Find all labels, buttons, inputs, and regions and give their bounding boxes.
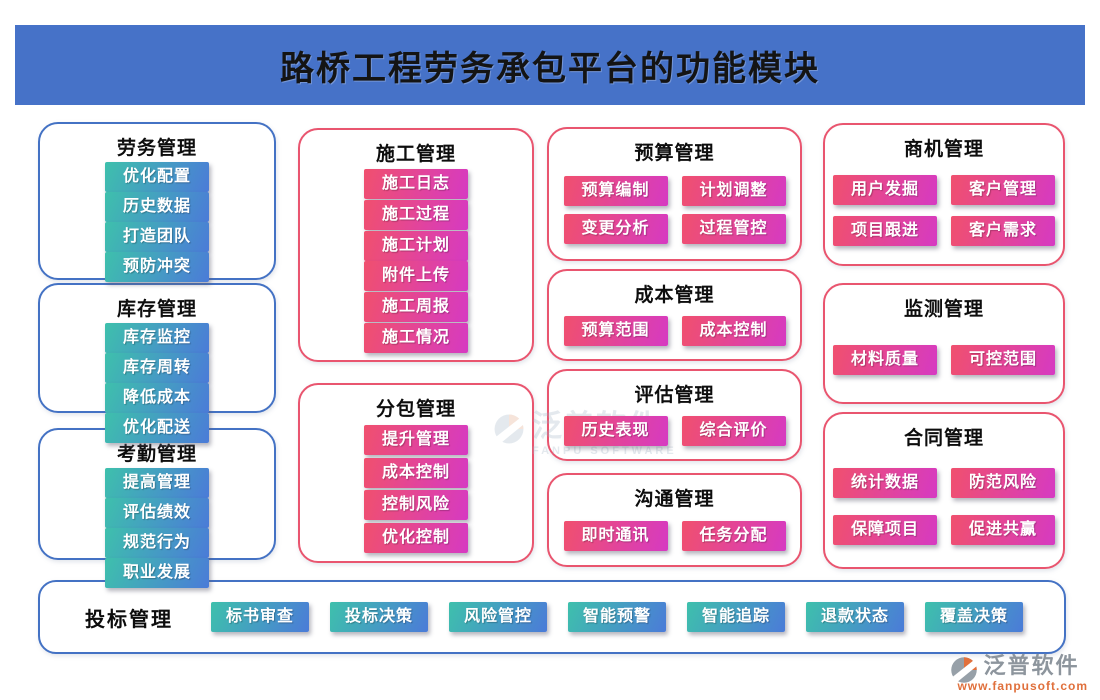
module-button-计划调整[interactable]: 计划调整 xyxy=(681,175,786,206)
page-header: 路桥工程劳务承包平台的功能模块 xyxy=(15,25,1085,105)
card-title: 分包管理 xyxy=(375,399,456,420)
module-button-提升管理[interactable]: 提升管理 xyxy=(364,425,468,456)
card-buttons: 材料质量可控范围 xyxy=(825,321,1063,402)
module-button-施工周报[interactable]: 施工周报 xyxy=(364,292,468,323)
card-title: 预算管理 xyxy=(634,143,715,164)
module-button-规范行为[interactable]: 规范行为 xyxy=(105,528,209,558)
card-title: 劳务管理 xyxy=(116,138,197,159)
card-buttons: 用户发掘客户管理项目跟进客户需求 xyxy=(825,161,1063,264)
module-button-统计数据[interactable]: 统计数据 xyxy=(833,468,937,499)
module-button-智能预警[interactable]: 智能预警 xyxy=(568,602,666,632)
card-buttons: 即时通讯任务分配 xyxy=(549,511,800,565)
card-title: 投标管理 xyxy=(85,608,173,631)
card-buttons: 优化配置历史数据打造团队预防冲突 xyxy=(40,160,274,288)
module-button-项目跟进[interactable]: 项目跟进 xyxy=(833,216,937,247)
card-kaoqin: 考勤管理提高管理评估绩效规范行为职业发展 xyxy=(38,428,276,588)
card-jiance: 监测管理材料质量可控范围 xyxy=(823,283,1065,404)
module-button-过程管控[interactable]: 过程管控 xyxy=(681,214,786,245)
card-buttons: 库存监控库存周转降低成本优化配送 xyxy=(40,321,274,449)
module-button-材料质量[interactable]: 材料质量 xyxy=(833,344,937,375)
module-button-标书审查[interactable]: 标书审查 xyxy=(211,602,309,632)
module-button-覆盖决策[interactable]: 覆盖决策 xyxy=(925,602,1023,632)
module-button-即时通讯[interactable]: 即时通讯 xyxy=(563,521,668,551)
module-button-控制风险[interactable]: 控制风险 xyxy=(364,490,468,521)
card-title: 施工管理 xyxy=(375,144,456,165)
card-shigong: 施工管理施工日志施工过程施工计划附件上传施工周报施工情况 xyxy=(298,128,534,362)
card-yusuan: 预算管理预算编制计划调整变更分析过程管控 xyxy=(547,127,802,261)
module-button-职业发展[interactable]: 职业发展 xyxy=(105,558,209,588)
card-buttons: 历史表现综合评价 xyxy=(549,407,800,459)
module-button-施工日志[interactable]: 施工日志 xyxy=(364,168,468,199)
module-button-优化配置[interactable]: 优化配置 xyxy=(105,162,209,192)
module-button-智能追踪[interactable]: 智能追踪 xyxy=(687,602,785,632)
card-kucun: 库存管理库存监控库存周转降低成本优化配送 xyxy=(38,283,276,443)
module-button-防范风险[interactable]: 防范风险 xyxy=(951,468,1055,499)
card-title: 考勤管理 xyxy=(116,444,197,465)
brand-footer: 泛普软件 www.fanpusoft.com xyxy=(949,655,1088,692)
fanpu-logo-icon xyxy=(949,655,979,690)
card-bidding: 投标管理 标书审查投标决策风险管控智能预警智能追踪退款状态覆盖决策 xyxy=(38,580,1066,654)
module-button-打造团队[interactable]: 打造团队 xyxy=(105,222,209,252)
module-button-客户需求[interactable]: 客户需求 xyxy=(951,216,1055,247)
card-title: 监测管理 xyxy=(903,299,984,320)
card-title: 沟通管理 xyxy=(634,489,715,510)
module-button-用户发掘[interactable]: 用户发掘 xyxy=(833,174,937,205)
card-hetong: 合同管理统计数据防范风险保障项目促进共赢 xyxy=(823,412,1065,569)
module-button-退款状态[interactable]: 退款状态 xyxy=(806,602,904,632)
brand-name: 泛普软件 xyxy=(983,653,1080,678)
module-button-提高管理[interactable]: 提高管理 xyxy=(105,468,209,498)
module-button-预算编制[interactable]: 预算编制 xyxy=(563,175,668,206)
module-button-促进共赢[interactable]: 促进共赢 xyxy=(951,514,1055,545)
card-buttons: 提升管理成本控制控制风险优化控制 xyxy=(300,421,532,561)
card-buttons: 施工日志施工过程施工计划附件上传施工周报施工情况 xyxy=(300,166,532,360)
card-buttons: 预算范围成本控制 xyxy=(549,307,800,359)
module-button-客户管理[interactable]: 客户管理 xyxy=(951,174,1055,205)
card-pinggu: 评估管理历史表现综合评价 xyxy=(547,369,802,461)
card-laowu: 劳务管理优化配置历史数据打造团队预防冲突 xyxy=(38,122,276,282)
module-button-可控范围[interactable]: 可控范围 xyxy=(951,344,1055,375)
module-button-施工情况[interactable]: 施工情况 xyxy=(364,323,468,354)
module-button-风险管控[interactable]: 风险管控 xyxy=(449,602,547,632)
module-button-历史表现[interactable]: 历史表现 xyxy=(563,416,668,446)
card-buttons: 提高管理评估绩效规范行为职业发展 xyxy=(40,466,274,594)
module-button-投标决策[interactable]: 投标决策 xyxy=(330,602,428,632)
page-title: 路桥工程劳务承包平台的功能模块 xyxy=(280,49,820,88)
card-shangji: 商机管理用户发掘客户管理项目跟进客户需求 xyxy=(823,123,1065,266)
card-chengben: 成本管理预算范围成本控制 xyxy=(547,269,802,361)
card-title: 成本管理 xyxy=(634,285,715,306)
module-button-历史数据[interactable]: 历史数据 xyxy=(105,192,209,222)
card-goutong: 沟通管理即时通讯任务分配 xyxy=(547,473,802,567)
card-buttons: 标书审查投标决策风险管控智能预警智能追踪退款状态覆盖决策 xyxy=(211,602,1023,632)
module-button-附件上传[interactable]: 附件上传 xyxy=(364,261,468,292)
module-button-成本控制[interactable]: 成本控制 xyxy=(681,316,786,346)
card-title: 库存管理 xyxy=(116,299,197,320)
module-button-任务分配[interactable]: 任务分配 xyxy=(681,521,786,551)
module-button-优化控制[interactable]: 优化控制 xyxy=(364,522,468,553)
module-button-降低成本[interactable]: 降低成本 xyxy=(105,383,209,413)
module-button-施工计划[interactable]: 施工计划 xyxy=(364,230,468,261)
module-button-保障项目[interactable]: 保障项目 xyxy=(833,514,937,545)
brand-website[interactable]: www.fanpusoft.com xyxy=(957,679,1088,693)
card-title: 商机管理 xyxy=(903,139,984,160)
module-button-优化配送[interactable]: 优化配送 xyxy=(105,413,209,443)
module-button-库存周转[interactable]: 库存周转 xyxy=(105,353,209,383)
card-fenbao: 分包管理提升管理成本控制控制风险优化控制 xyxy=(298,383,534,563)
module-button-库存监控[interactable]: 库存监控 xyxy=(105,323,209,353)
module-button-综合评价[interactable]: 综合评价 xyxy=(681,416,786,446)
module-button-预算范围[interactable]: 预算范围 xyxy=(563,316,668,346)
card-buttons: 统计数据防范风险保障项目促进共赢 xyxy=(825,450,1063,567)
card-title: 评估管理 xyxy=(634,385,715,406)
module-button-预防冲突[interactable]: 预防冲突 xyxy=(105,252,209,282)
module-button-评估绩效[interactable]: 评估绩效 xyxy=(105,498,209,528)
card-title: 合同管理 xyxy=(903,428,984,449)
module-button-施工过程[interactable]: 施工过程 xyxy=(364,199,468,230)
module-button-变更分析[interactable]: 变更分析 xyxy=(563,214,668,245)
module-button-成本控制[interactable]: 成本控制 xyxy=(364,457,468,488)
card-buttons: 预算编制计划调整变更分析过程管控 xyxy=(549,165,800,259)
